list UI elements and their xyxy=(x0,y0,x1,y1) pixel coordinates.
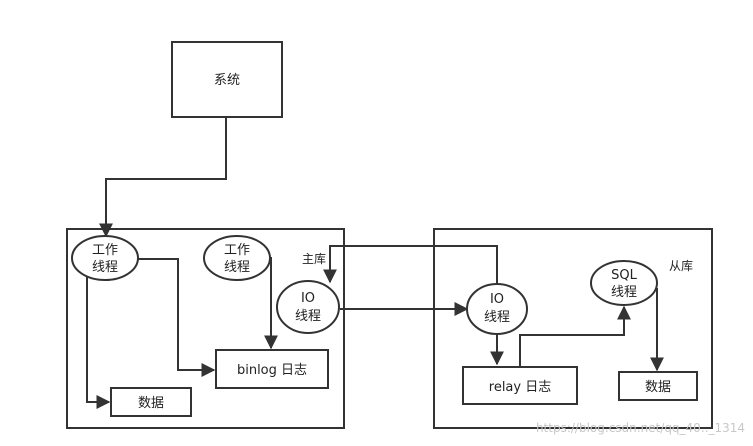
sql-thread: SQL 线程 xyxy=(590,260,658,306)
slave-db-label: 从库 xyxy=(669,258,693,273)
slave-io-thread: IO 线程 xyxy=(466,283,528,335)
master-db-label: 主库 xyxy=(302,251,326,266)
master-db-box xyxy=(66,228,345,429)
relay-log-node: relay 日志 xyxy=(462,366,578,405)
slave-data-node: 数据 xyxy=(618,371,698,401)
system-label: 系统 xyxy=(214,73,240,88)
svg-text:relay 日志: relay 日志 xyxy=(489,380,551,395)
edge-worker-to-data xyxy=(86,270,111,409)
svg-text:线程: 线程 xyxy=(611,285,637,300)
svg-text:数据: 数据 xyxy=(645,380,671,395)
edge-worker2-to-binlog xyxy=(264,257,278,350)
edge-system-to-worker xyxy=(99,117,227,238)
svg-text:SQL: SQL xyxy=(611,268,637,283)
svg-text:数据: 数据 xyxy=(138,396,164,411)
watermark: https://blog.csdn.net/qq_40.._1314 xyxy=(536,421,745,435)
svg-text:线程: 线程 xyxy=(484,310,510,325)
edge-relay-to-sql xyxy=(519,305,631,368)
edge-worker-to-binlog xyxy=(137,258,216,377)
svg-text:线程: 线程 xyxy=(92,260,118,275)
slave-db-box xyxy=(433,228,713,429)
edge-slave-io-request xyxy=(323,245,498,285)
svg-text:binlog 日志: binlog 日志 xyxy=(237,363,307,378)
svg-text:线程: 线程 xyxy=(295,309,321,324)
binlog-node: binlog 日志 xyxy=(215,349,329,389)
svg-text:IO: IO xyxy=(301,291,315,306)
master-worker-thread-2: 工作 线程 xyxy=(203,235,271,281)
master-data-node: 数据 xyxy=(110,387,192,417)
svg-text:线程: 线程 xyxy=(224,260,250,275)
edges xyxy=(86,117,664,409)
master-worker-thread-1: 工作 线程 xyxy=(71,235,139,281)
svg-text:IO: IO xyxy=(490,292,504,307)
svg-text:工作: 工作 xyxy=(92,243,118,258)
svg-text:工作: 工作 xyxy=(224,243,250,258)
system-node: 系统 xyxy=(171,41,283,118)
master-io-thread: IO 线程 xyxy=(276,280,340,334)
